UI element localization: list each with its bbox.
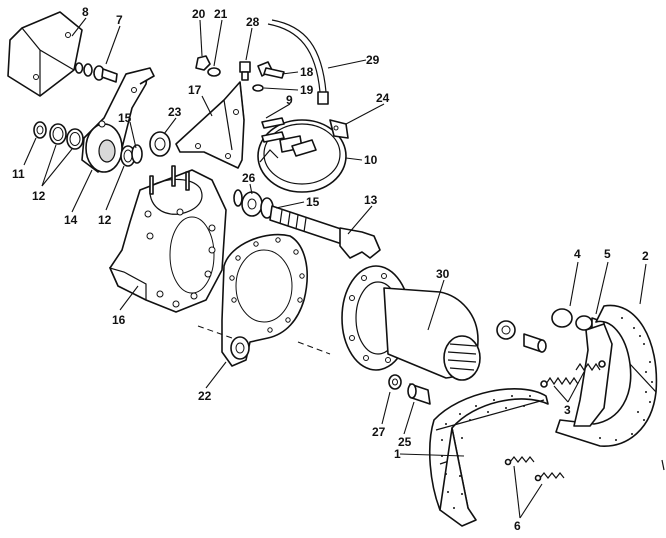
washers-part-11-12 bbox=[33, 121, 84, 150]
callout-9: 9 bbox=[286, 93, 293, 107]
dust-shield-part-22 bbox=[221, 233, 308, 367]
callout-10: 10 bbox=[364, 153, 378, 167]
shoe-2-rivets bbox=[599, 317, 653, 441]
bolt-and-washers-part-7 bbox=[74, 62, 118, 83]
brake-spider-part-16 bbox=[108, 165, 227, 313]
bushing-part-25 bbox=[149, 131, 171, 157]
callout-18: 18 bbox=[300, 65, 314, 79]
brake-shoe-part-1 bbox=[428, 388, 549, 527]
chamber-studs-part-9 bbox=[261, 117, 285, 143]
mounting-hardware bbox=[195, 55, 285, 92]
camshaft-part-13 bbox=[269, 205, 381, 259]
callout-24: 24 bbox=[376, 91, 390, 105]
callout-15-right: 15 bbox=[306, 195, 320, 209]
callout-26: 26 bbox=[242, 171, 256, 185]
air-hose-part-29 bbox=[267, 19, 329, 105]
callout-4: 4 bbox=[574, 247, 581, 261]
return-springs-part-3 bbox=[540, 360, 606, 388]
callout-15-left: 15 bbox=[118, 111, 132, 125]
camshaft-washers-part-26-15 bbox=[233, 189, 274, 219]
shoe-1-rivets bbox=[441, 395, 531, 509]
brake-chamber-part-10 bbox=[257, 119, 349, 193]
hub-spindle-part-30 bbox=[341, 265, 481, 381]
callout-16: 16 bbox=[112, 313, 126, 327]
callout-17: 17 bbox=[188, 83, 202, 97]
callout-6: 6 bbox=[514, 519, 521, 533]
callout-2: 2 bbox=[642, 249, 649, 263]
chamber-bracket-part-17 bbox=[175, 81, 245, 169]
callout-22: 22 bbox=[198, 389, 212, 403]
spline-washers-part-12-15 bbox=[120, 144, 143, 167]
callout-13: 13 bbox=[364, 193, 378, 207]
callout-12-center: 12 bbox=[98, 213, 112, 227]
callout-23: 25 bbox=[398, 435, 412, 449]
brake-shoe-part-2 bbox=[555, 304, 658, 447]
callout-3: 3 bbox=[564, 403, 571, 417]
callout-labels: 8 7 11 12 14 12 15 23 16 17 20 21 28 18 … bbox=[12, 5, 649, 533]
callout-30: 30 bbox=[436, 267, 450, 281]
callout-19: 19 bbox=[300, 83, 314, 97]
assembly-centerlines bbox=[197, 325, 331, 355]
edge-mark bbox=[661, 459, 665, 471]
leader-lines bbox=[23, 17, 647, 519]
callout-8: 8 bbox=[82, 5, 89, 19]
anchor-springs-part-6 bbox=[504, 456, 565, 482]
callout-5: 5 bbox=[604, 247, 611, 261]
callout-14: 14 bbox=[64, 213, 78, 227]
callout-11: 11 bbox=[12, 167, 25, 181]
callout-27: 27 bbox=[372, 425, 386, 439]
slack-adjuster-part-14 bbox=[81, 67, 155, 173]
dust-cover-part-8 bbox=[7, 11, 83, 97]
callout-21: 21 bbox=[214, 7, 228, 21]
callout-7: 7 bbox=[116, 13, 123, 27]
callout-1: 1 bbox=[394, 447, 401, 461]
callout-25: 23 bbox=[168, 105, 182, 119]
callout-20: 20 bbox=[192, 7, 206, 21]
anchor-pin-hardware-part-23-27 bbox=[388, 374, 431, 405]
callout-28: 28 bbox=[246, 15, 260, 29]
callout-29: 29 bbox=[366, 53, 380, 67]
callout-12-left: 12 bbox=[32, 189, 46, 203]
